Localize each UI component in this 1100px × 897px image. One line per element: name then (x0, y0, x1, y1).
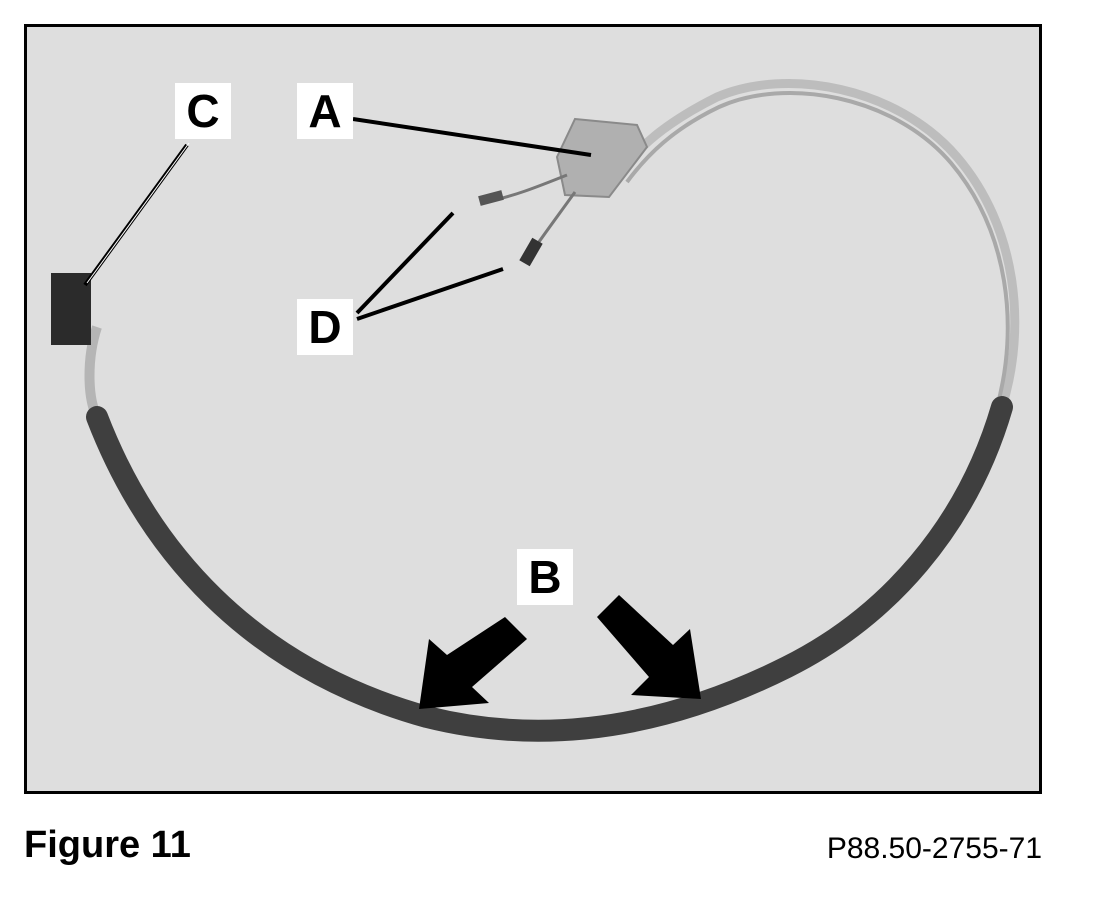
dark-sleeve (86, 396, 1013, 742)
figure-reference-code: P88.50-2755-71 (826, 832, 1042, 865)
pin-d1 (478, 190, 504, 206)
pin-d2 (519, 237, 543, 267)
grommet (555, 117, 649, 199)
leader-d2 (356, 267, 504, 321)
figure-label: Figure 11 (24, 824, 191, 866)
arrow-b-left (419, 617, 527, 709)
silver-cable-upper (613, 79, 1020, 409)
arrow-b-right (597, 595, 701, 699)
callout-d: D (297, 299, 353, 355)
callout-b: B (517, 549, 573, 605)
connector-c (51, 273, 91, 345)
figure-photo: C A D B (24, 24, 1042, 794)
leader-d1 (355, 211, 455, 315)
leader-a (352, 117, 592, 157)
silver-cable-upper-2 (625, 91, 1010, 408)
leader-c-white (86, 142, 190, 284)
callout-a: A (297, 83, 353, 139)
wire-harness-illustration (51, 79, 1020, 742)
callout-c: C (175, 83, 231, 139)
